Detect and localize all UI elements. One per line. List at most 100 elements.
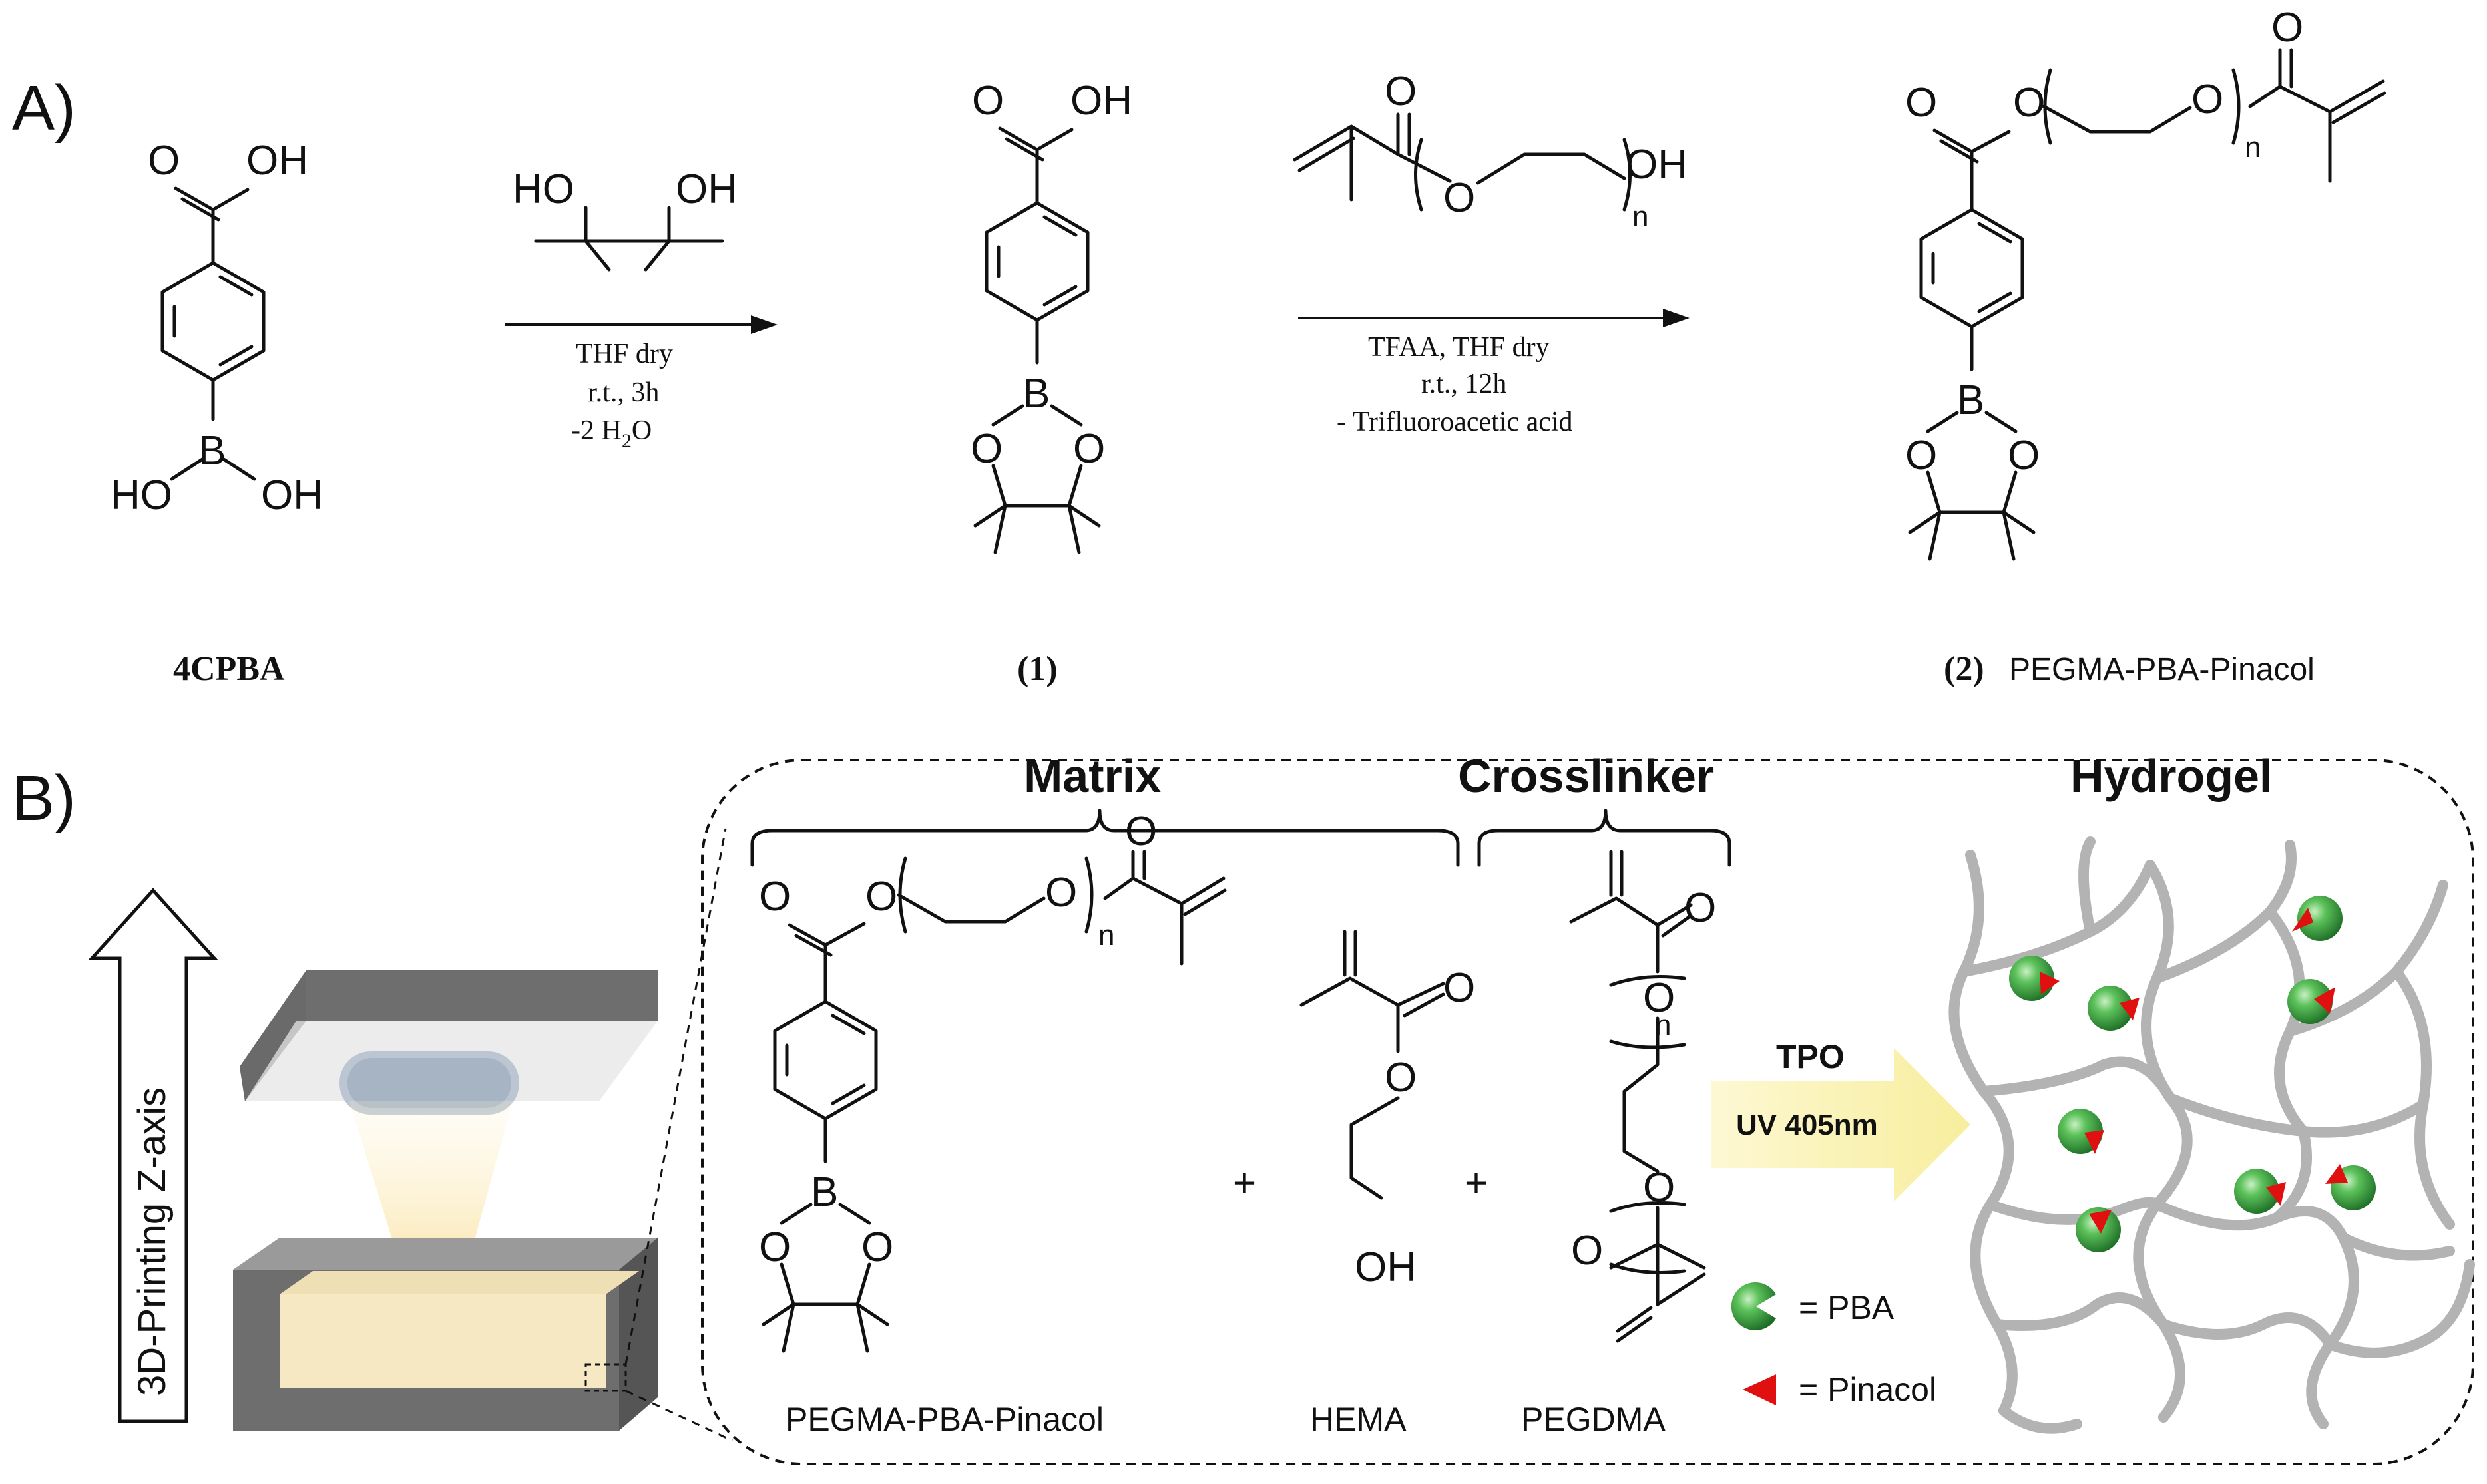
repeat-n: n [1098, 919, 1114, 952]
atom-b: B [1957, 377, 1984, 423]
atom-b: B [198, 428, 226, 474]
matrix-brace [750, 809, 1460, 867]
pinacol-icon [2040, 972, 2060, 994]
atom-oh: OH [676, 166, 738, 212]
atom-o: O [1684, 885, 1716, 931]
atom-o: O [1643, 975, 1675, 1021]
atom-o: O [1905, 80, 1937, 126]
step1-condition-2: r.t., 3h [588, 377, 659, 408]
atom-o: O [1443, 175, 1475, 221]
crosslinker-brace [1477, 809, 1731, 867]
legend-pba-icon [1731, 1282, 1776, 1330]
repeat-n: n [2245, 131, 2261, 164]
mol3-name: PEGDMA [1521, 1401, 1666, 1438]
plus-sign-2: + [1465, 1161, 1488, 1205]
callout-box [701, 759, 2474, 1465]
atom-o: O [861, 1224, 893, 1270]
hydrogel-network [1948, 836, 2475, 1434]
uv-arrow [1711, 1048, 1970, 1201]
atom-o: O [759, 874, 791, 920]
pba-icon [2287, 979, 2335, 1024]
atom-b: B [811, 1169, 838, 1215]
pinacol-icon [2084, 1130, 2104, 1154]
pinacol-icon [2325, 1164, 2348, 1184]
atom-o: O [1385, 1055, 1417, 1101]
molecule-hema: O O OH [1299, 930, 1475, 1290]
crosslinker-heading: Crosslinker [1458, 750, 1714, 802]
zoom-line-bottom [625, 1390, 733, 1442]
atom-ho: HO [513, 166, 574, 212]
hydrogel-heading: Hydrogel [2070, 750, 2272, 802]
z-axis-label: 3D-Printing Z-axis [130, 1087, 174, 1396]
panel-a-label: A) [12, 73, 76, 144]
atom-oh: OH [1070, 78, 1132, 124]
step1-condition-1: THF dry [576, 339, 673, 369]
legend-pinacol-icon [1743, 1374, 1776, 1405]
pinacol-icon [2266, 1182, 2286, 1206]
atom-o: O [2013, 80, 2045, 126]
atom-o: O [1443, 965, 1475, 1011]
pba-icon [2076, 1207, 2121, 1252]
matrix-heading: Matrix [1024, 750, 1161, 802]
molecule-pegma-pba-pinacol: O O O n O B O O [759, 809, 1227, 1353]
reagent-pegma: O O OH n [1293, 69, 1688, 233]
pba-icon [2009, 956, 2060, 1001]
pinacol-icon [2089, 1210, 2112, 1234]
atom-o: O [1571, 1228, 1603, 1274]
pinacol-icon [2314, 987, 2335, 1014]
resin-vat [233, 1238, 658, 1431]
pba-icon [2058, 1109, 2104, 1154]
atom-o: O [2191, 77, 2223, 122]
printed-part [339, 1051, 519, 1115]
legend: = PBA = Pinacol [1731, 1282, 1936, 1408]
atom-o: O [971, 426, 1003, 472]
reagent-pinacol: HO OH [513, 166, 738, 272]
atom-o: O [1125, 809, 1157, 854]
pba-icon [2234, 1169, 2286, 1214]
reaction-arrow-2 [1298, 309, 1690, 327]
atom-o: O [1073, 426, 1105, 472]
step2-condition-1: TFAA, THF dry [1368, 332, 1550, 363]
pba-icon [2325, 1164, 2376, 1210]
atom-ho: HO [111, 472, 172, 518]
atom-b: B [1022, 371, 1050, 417]
atom-o: O [1905, 433, 1937, 478]
molecule-pegdma: O O n O O [1569, 850, 1716, 1343]
molecule-4cpba: O OH B HO OH [111, 138, 323, 518]
atom-o: O [2008, 433, 2040, 478]
pba-icon [2088, 986, 2140, 1031]
step2-condition-3: - Trifluoroacetic acid [1337, 407, 1573, 437]
initiator-label: TPO [1776, 1038, 1845, 1075]
product2-number: (2) [1944, 650, 1984, 688]
atom-o: O [865, 874, 897, 920]
atom-o: O [2271, 5, 2303, 51]
z-axis-arrow: 3D-Printing Z-axis [88, 888, 218, 1423]
reactant-name: 4CPBA [173, 650, 285, 688]
pinacol-icon [2120, 998, 2140, 1020]
mol1-name: PEGMA-PBA-Pinacol [786, 1401, 1104, 1438]
atom-o: O [1385, 69, 1417, 114]
plus-sign-1: + [1233, 1161, 1256, 1205]
legend-pba-label: = PBA [1799, 1289, 1895, 1326]
product1-name: (1) [1017, 650, 1058, 688]
pba-pinacol-units [2009, 896, 2376, 1252]
zoom-line-top [624, 828, 727, 1365]
atom-oh: OH [1626, 142, 1688, 188]
panel-b-label: B) [12, 763, 76, 834]
atom-o: O [972, 78, 1004, 124]
molecule-product-2: O O O n O B O O [1905, 5, 2386, 561]
atom-oh: OH [1355, 1244, 1417, 1290]
atom-oh: OH [246, 138, 308, 184]
atom-oh: OH [261, 472, 323, 518]
mol2-name: HEMA [1310, 1401, 1407, 1438]
step2-condition-2: r.t., 12h [1421, 369, 1506, 399]
reaction-arrow-1 [505, 315, 778, 334]
product2-name: PEGMA-PBA-Pinacol [2009, 652, 2315, 687]
molecule-product-1: O OH B O O [971, 78, 1132, 554]
atom-o: O [148, 138, 180, 184]
step1-condition-3: -2 H2O [571, 415, 652, 452]
atom-o: O [1045, 870, 1077, 916]
legend-pinacol-label: = Pinacol [1799, 1371, 1936, 1408]
atom-o: O [759, 1224, 791, 1270]
